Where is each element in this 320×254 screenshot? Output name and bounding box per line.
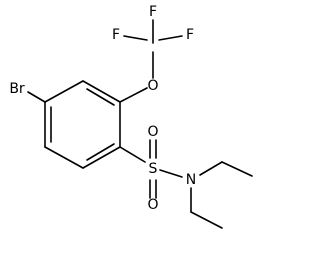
atom-sulfur: S — [149, 161, 158, 177]
bond-ring-sulfur — [119, 146, 146, 163]
ring-bond-c6-c1 — [44, 80, 84, 103]
bond-ring-oxygen — [119, 87, 148, 103]
atom-fluorine-right: F — [186, 27, 194, 43]
ring-double-bond-inner-1 — [86, 88, 115, 106]
atom-nitrogen: N — [186, 172, 196, 188]
atom-oxygen-sulfonyl-lower: O — [147, 197, 158, 213]
bond-cf3-f-left — [123, 35, 148, 41]
bond-nitrogen-ethyl1-c1 — [199, 161, 223, 176]
atom-oxygen-sulfonyl-upper: O — [147, 124, 158, 140]
atom-oxygen-ether: O — [147, 78, 158, 94]
bond-ethyl1-c1-c2 — [221, 161, 253, 177]
atom-labels: F F F C O Br S O O N — [9, 4, 196, 213]
ring-bond-c3-c4 — [82, 146, 121, 169]
atom-bromine: Br — [9, 81, 25, 97]
atom-fluorine-top: F — [149, 4, 157, 20]
ring-bond-c4-c5 — [44, 146, 84, 169]
ring-double-bond-inner-2 — [86, 143, 115, 161]
bonds — [27, 19, 253, 229]
bond-ethyl2-c1-c2 — [190, 211, 223, 229]
bond-cf3-f-right — [158, 35, 183, 41]
bond-ring-bromine — [27, 91, 46, 103]
chemical-structure-diagram: F F F C O Br S O O N — [9, 4, 253, 229]
atom-fluorine-left: F — [112, 27, 120, 43]
ring-bond-c1-c2 — [82, 80, 121, 103]
bond-sulfur-nitrogen — [159, 169, 183, 178]
